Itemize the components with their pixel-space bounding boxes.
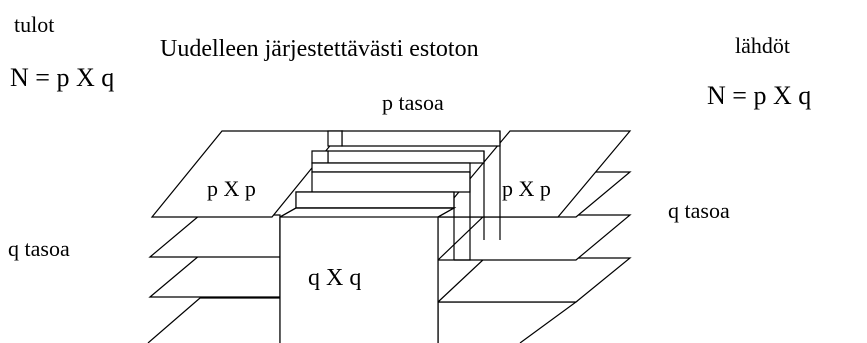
outputs-label: lähdöt <box>735 33 790 58</box>
right-top-block-label: p X p <box>502 176 551 201</box>
inputs-formula: N = p X q <box>10 63 114 92</box>
left-top-block-label: p X p <box>207 176 256 201</box>
right-plane-3 <box>436 214 632 261</box>
middle-plane-1 <box>327 130 501 240</box>
left-plane-2 <box>148 214 281 258</box>
outputs-formula: N = p X q <box>707 81 811 110</box>
left-plane-4 <box>147 297 280 343</box>
left-plane-3 <box>148 254 281 298</box>
inputs-label: tulot <box>14 12 54 37</box>
left-planes-label: q tasoa <box>8 236 70 261</box>
middle-plane-3 <box>295 171 471 261</box>
center-block <box>279 207 457 343</box>
right-plane-4 <box>436 257 632 343</box>
center-block-label: q X q <box>308 265 361 291</box>
middle-planes-label: p tasoa <box>382 90 444 115</box>
diagram-title: Uudelleen järjestettävästi estoton <box>160 36 479 62</box>
right-planes-label: q tasoa <box>668 198 730 223</box>
right-top-block <box>436 130 632 218</box>
